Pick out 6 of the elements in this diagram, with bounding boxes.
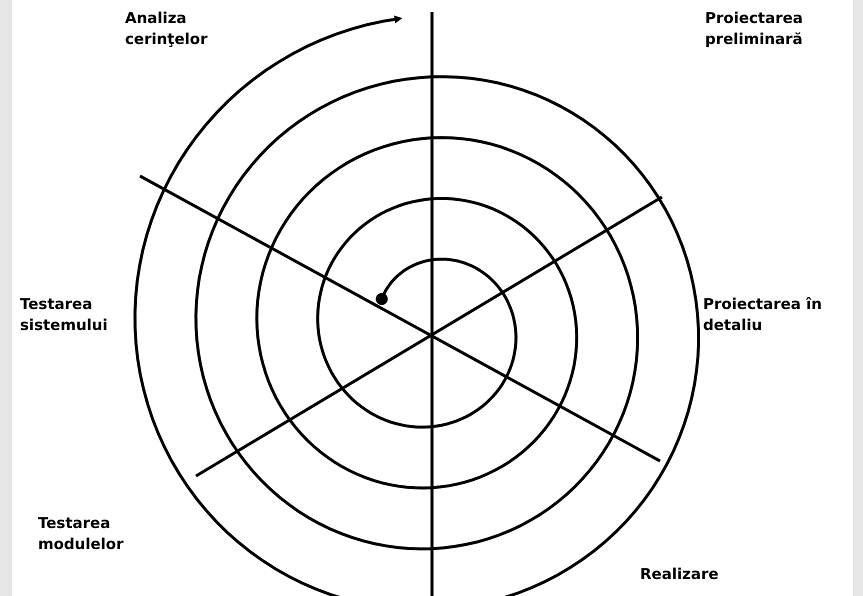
phase-label: Analiza cerinţelor <box>125 8 208 50</box>
phase-label: Proiectarea preliminară <box>705 8 804 50</box>
phase-label: Testarea modulelor <box>38 513 125 555</box>
phase-label: Proiectarea în detaliu <box>703 294 823 336</box>
phase-label: Testarea sistemului <box>20 294 109 336</box>
phase-label: Realizare <box>640 564 720 585</box>
